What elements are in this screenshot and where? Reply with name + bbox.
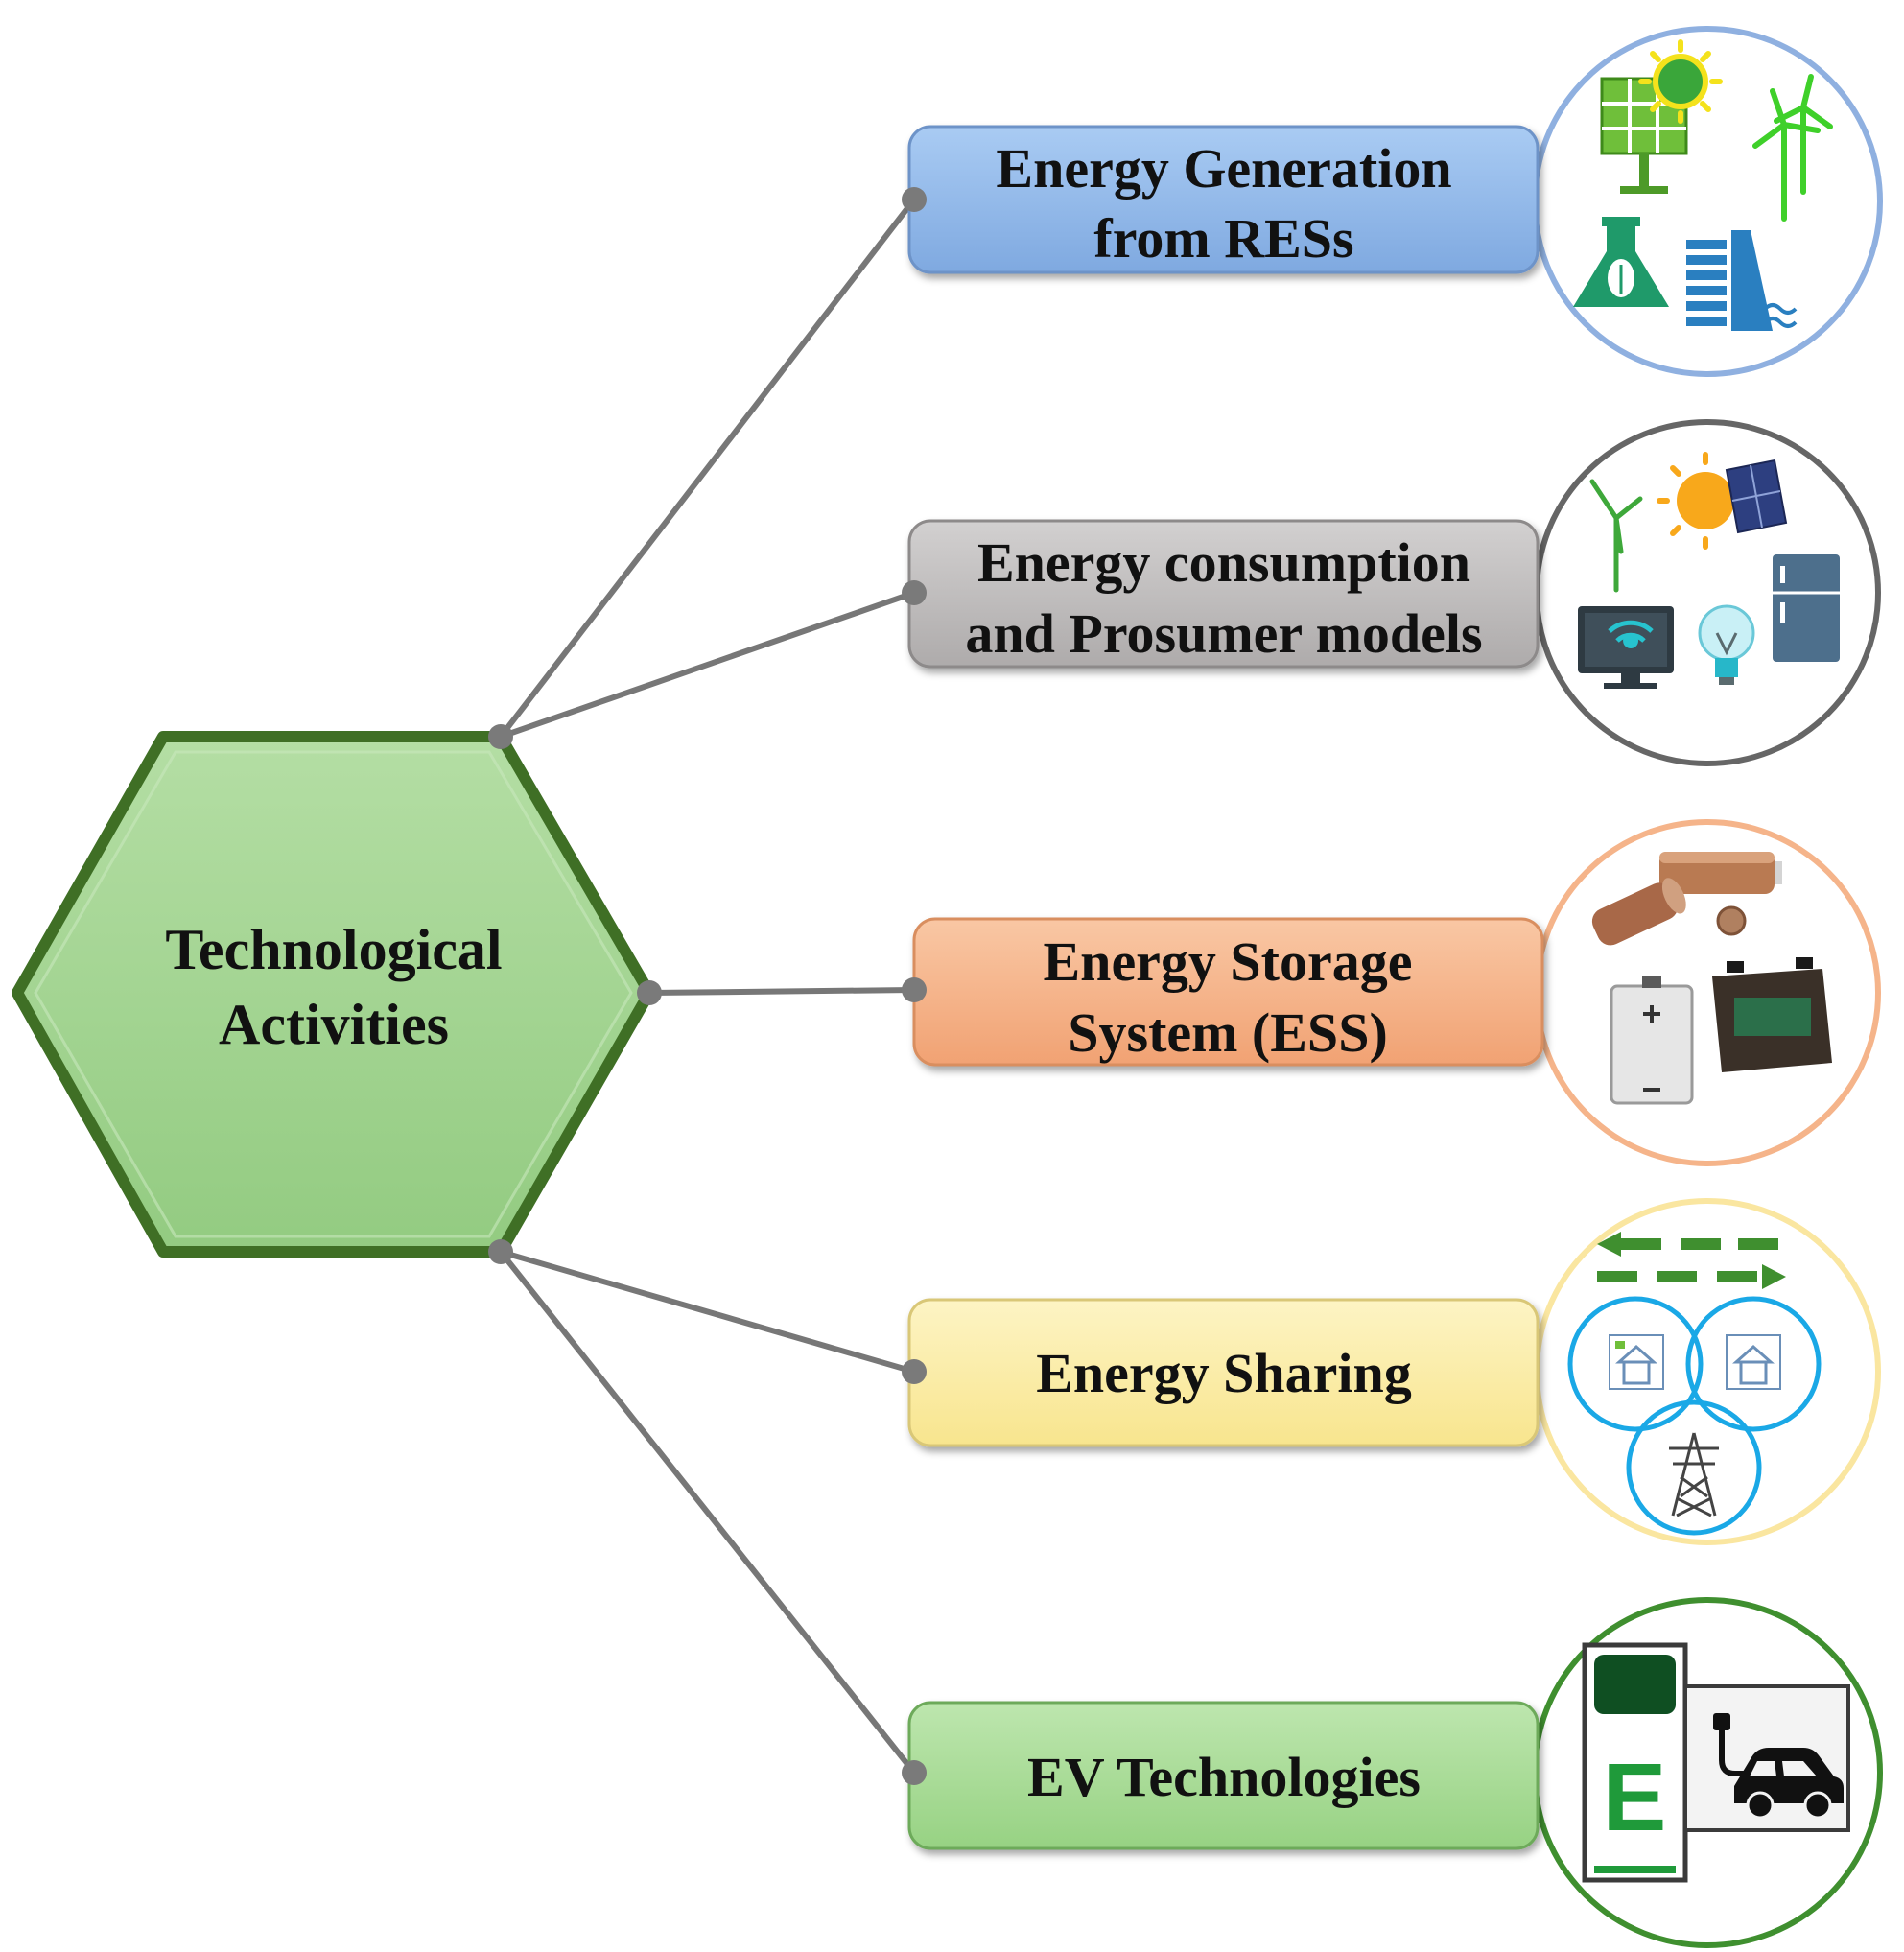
hydro-dam-icon bbox=[1686, 230, 1798, 331]
light-bulb-icon bbox=[1698, 604, 1755, 685]
house-icon bbox=[1726, 1334, 1781, 1390]
solar-house-icon bbox=[1609, 1334, 1664, 1390]
center-title-line2: Activities bbox=[219, 993, 449, 1056]
refrigerator-icon bbox=[1773, 554, 1840, 662]
dot-hex-top bbox=[488, 724, 513, 749]
branch-energy-generation: Energy Generation from RESs bbox=[907, 26, 1883, 377]
sharing-circle-left bbox=[1567, 1296, 1704, 1432]
dot-hex-right bbox=[637, 980, 662, 1005]
box-energy-consumption-line2: and Prosumer models bbox=[965, 602, 1482, 665]
charging-station-icon: E bbox=[1582, 1642, 1688, 1883]
connector-ev bbox=[498, 1250, 917, 1775]
dot-ev bbox=[902, 1760, 927, 1785]
center-title-line1: Technological bbox=[165, 918, 502, 981]
box-energy-generation-line1: Energy Generation bbox=[996, 137, 1451, 200]
supercapacitor-icon bbox=[1591, 852, 1782, 946]
connector-consumption bbox=[500, 590, 915, 740]
cell-battery-icon bbox=[1610, 976, 1694, 1105]
box-energy-generation-line2: from RESs bbox=[1093, 207, 1353, 270]
connectors bbox=[498, 198, 917, 1775]
smart-tv-icon bbox=[1578, 606, 1674, 689]
sharing-circle-bottom bbox=[1626, 1399, 1762, 1536]
connector-storage bbox=[648, 987, 915, 996]
connector-sharing bbox=[500, 1249, 915, 1375]
sharing-circle-right bbox=[1685, 1296, 1822, 1432]
branch-energy-storage: Energy Storage System (ESS) bbox=[912, 819, 1881, 1166]
box-energy-storage-line2: System (ESS) bbox=[1068, 1001, 1388, 1064]
power-tower-icon bbox=[1669, 1432, 1719, 1517]
branch-ev-technologies: EV Technologies E bbox=[907, 1597, 1883, 1948]
solar-panel-icon bbox=[1725, 459, 1788, 534]
sun-icon bbox=[1657, 452, 1734, 550]
electric-car-icon bbox=[1683, 1684, 1850, 1832]
biomass-plant-icon bbox=[1573, 217, 1669, 307]
car-battery-icon bbox=[1712, 957, 1832, 1072]
dot-consumption bbox=[902, 580, 927, 605]
center-hexagon: Technological Activities bbox=[12, 731, 655, 1258]
bidirectional-arrows-icon bbox=[1597, 1232, 1786, 1289]
dot-storage bbox=[902, 977, 927, 1002]
sun-icon bbox=[1638, 39, 1723, 124]
branch-energy-consumption: Energy consumption and Prosumer models bbox=[907, 419, 1881, 766]
box-energy-consumption-line1: Energy consumption bbox=[977, 531, 1470, 594]
dot-sharing bbox=[902, 1359, 927, 1384]
ev-station-letter: E bbox=[1603, 1744, 1667, 1851]
connector-generation bbox=[498, 198, 917, 739]
branch-energy-sharing: Energy Sharing bbox=[907, 1198, 1881, 1545]
box-energy-storage-line1: Energy Storage bbox=[1044, 930, 1413, 993]
box-ev-technologies-label: EV Technologies bbox=[1027, 1746, 1421, 1808]
box-energy-sharing-label: Energy Sharing bbox=[1036, 1342, 1412, 1404]
dot-hex-bottom bbox=[488, 1239, 513, 1264]
wind-turbine-icon bbox=[1752, 74, 1833, 222]
wind-turbine-icon bbox=[1589, 479, 1643, 593]
dot-generation bbox=[902, 187, 927, 212]
connector-dots bbox=[488, 187, 927, 1785]
